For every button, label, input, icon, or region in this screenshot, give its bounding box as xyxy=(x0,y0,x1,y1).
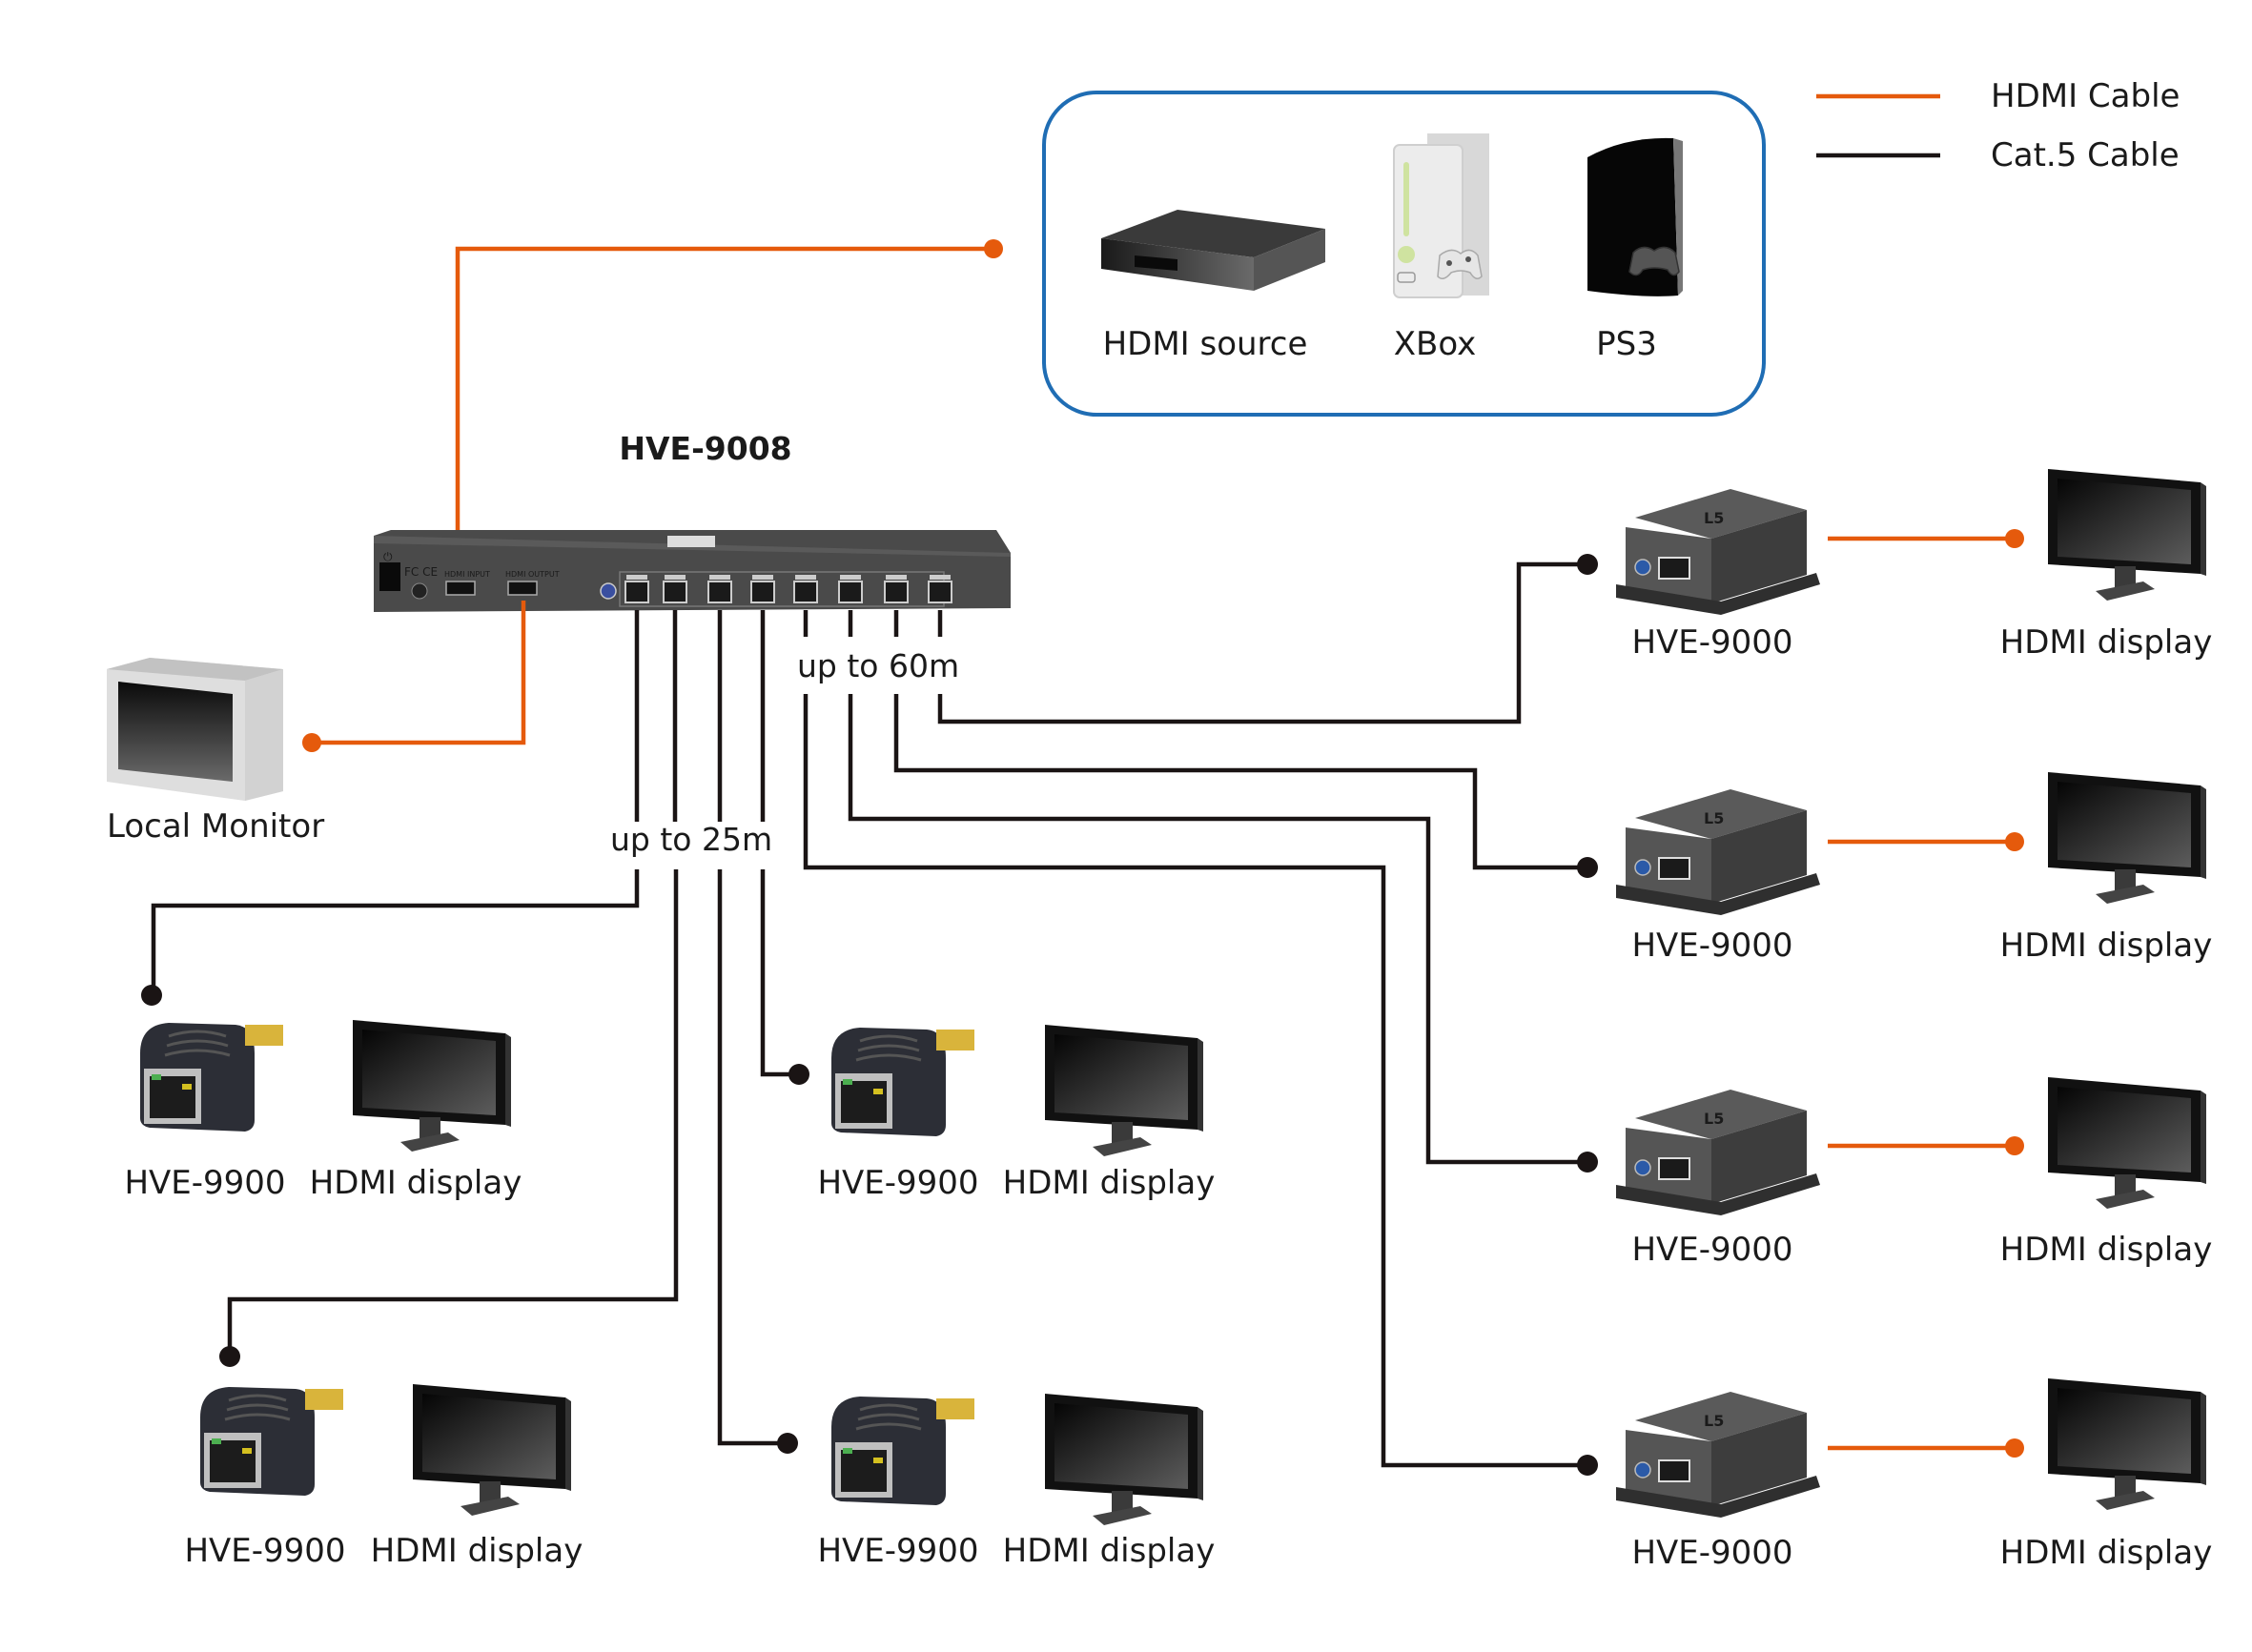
splitter-device: ⏻ FC CE HDMI INPUT HDMI OUTPUT xyxy=(374,530,1011,612)
svg-text:⏻: ⏻ xyxy=(383,550,393,563)
power-switch xyxy=(379,562,400,591)
receiver-short-3: HVE-9900 HDMI display xyxy=(817,1394,1215,1570)
display-label: HDMI display xyxy=(2000,927,2213,965)
hdmi-display-icon xyxy=(353,1020,511,1152)
cat5-cable-6 xyxy=(848,694,1587,1165)
source-label-hdmi: HDMI source xyxy=(1103,325,1308,363)
cat5-cable-2 xyxy=(227,869,679,1356)
hdmi-input-port-label: HDMI INPUT xyxy=(444,570,490,579)
legend-hdmi-label: HDMI Cable xyxy=(1991,77,2180,115)
hve-9900-icon xyxy=(829,1026,976,1138)
cat5-cable-4 xyxy=(760,869,799,1077)
cat5-cable-3-end xyxy=(777,1433,798,1454)
hdmi-input-port xyxy=(445,581,476,596)
receiver-model-label: HVE-9000 xyxy=(1631,1534,1792,1572)
splitter-model-label: HVE-9008 xyxy=(619,430,791,467)
receiver-long-1: HVE-9000 HDMI display xyxy=(1615,469,2213,662)
display-label: HDMI display xyxy=(371,1532,583,1570)
hve-9000-icon xyxy=(1615,1391,1821,1519)
hve-9900-icon xyxy=(829,1395,976,1507)
distance-label-long: up to 60m xyxy=(797,647,959,684)
source-label-ps3: PS3 xyxy=(1596,325,1657,363)
cat5-cable-8-end xyxy=(1577,554,1598,575)
hdmi-output-port xyxy=(507,581,538,596)
hve-9900-icon xyxy=(198,1385,345,1498)
hdmi-cable-display-end xyxy=(2005,1136,2024,1155)
cat5-cable-5 xyxy=(803,694,1587,1468)
cat5-cable-7-end xyxy=(1577,857,1598,878)
receiver-short-4: HVE-9900 HDMI display xyxy=(817,1025,1215,1202)
hdmi-cable-source xyxy=(455,246,993,591)
svg-text:FC CE: FC CE xyxy=(404,565,438,579)
cat5-cable-1-end xyxy=(141,985,162,1006)
hdmi-display-icon xyxy=(413,1384,571,1516)
cat5-cable-2-end xyxy=(219,1346,240,1367)
hdmi-cable-local-end xyxy=(302,733,321,752)
local-monitor-label: Local Monitor xyxy=(107,807,324,846)
receiver-model-label: HVE-9900 xyxy=(184,1532,345,1570)
hdmi-cable-local xyxy=(312,601,526,745)
receiver-model-label: HVE-9000 xyxy=(1631,623,1792,662)
hdmi-display-icon xyxy=(2048,1077,2206,1209)
rj45-port xyxy=(707,575,732,603)
cat5-cable-8 xyxy=(937,561,1587,724)
receiver-model-label: HVE-9900 xyxy=(124,1164,285,1202)
receiver-long-2: HVE-9000 HDMI display xyxy=(1615,772,2213,965)
hdmi-display-icon xyxy=(2048,469,2206,601)
local-monitor-icon xyxy=(107,658,283,801)
rj45-port xyxy=(624,575,649,603)
rj45-port xyxy=(793,575,818,603)
rj45-port xyxy=(663,575,687,603)
cat5-cable-6-end xyxy=(1577,1152,1598,1173)
receiver-short-1: HVE-9900 HDMI display xyxy=(124,1020,522,1202)
display-label: HDMI display xyxy=(310,1164,522,1202)
rj45-port xyxy=(928,575,952,603)
hdmi-cable-display-end xyxy=(2005,832,2024,851)
cat5-cable-5-end xyxy=(1577,1455,1598,1476)
source-devices-group: HDMI source XBox PS3 xyxy=(1042,91,1766,417)
hdmi-output-port-label: HDMI OUTPUT xyxy=(505,570,560,579)
hve-9900-icon xyxy=(138,1021,285,1133)
hve-9000-icon xyxy=(1615,1089,1821,1216)
hdmi-cable-display-end xyxy=(2005,529,2024,548)
set-top-box-icon xyxy=(1101,210,1325,291)
legend: HDMI Cable Cat.5 Cable xyxy=(1816,77,2180,174)
ps3-console-icon xyxy=(1587,137,1683,296)
hve-9000-icon xyxy=(1615,788,1821,916)
rj45-port xyxy=(750,575,775,603)
display-label: HDMI display xyxy=(2000,1534,2213,1572)
receiver-model-label: HVE-9900 xyxy=(817,1532,978,1570)
receiver-long-3: HVE-9000 HDMI display xyxy=(1615,1077,2213,1269)
cat5-cable-3 xyxy=(717,869,788,1446)
hdmi-cable-source-end xyxy=(984,239,1003,258)
cat5-cable-1 xyxy=(151,869,640,994)
display-label: HDMI display xyxy=(1003,1532,1216,1570)
hdmi-display-icon xyxy=(2048,1378,2206,1510)
hdmi-display-icon xyxy=(1045,1025,1203,1156)
hdmi-display-icon xyxy=(2048,772,2206,904)
source-label-xbox: XBox xyxy=(1394,325,1477,363)
receiver-model-label: HVE-9900 xyxy=(817,1164,978,1202)
legend-cat5-label: Cat.5 Cable xyxy=(1991,136,2180,174)
hdmi-display-icon xyxy=(1045,1394,1203,1525)
hdmi-cable-display-end xyxy=(2005,1438,2024,1458)
hve-9000-icon xyxy=(1615,488,1821,616)
xbox-console-icon xyxy=(1393,133,1489,298)
receiver-short-2: HVE-9900 HDMI display xyxy=(184,1384,583,1570)
receiver-long-4: HVE-9000 HDMI display xyxy=(1615,1378,2213,1572)
distance-label-short: up to 25m xyxy=(610,821,772,858)
display-label: HDMI display xyxy=(2000,623,2213,662)
rj45-port xyxy=(838,575,863,603)
cat5-cable-7 xyxy=(893,694,1587,870)
cat5-cable-4-end xyxy=(788,1064,809,1085)
receiver-model-label: HVE-9000 xyxy=(1631,927,1792,965)
rj45-port xyxy=(884,575,909,603)
display-label: HDMI display xyxy=(1003,1164,1216,1202)
display-label: HDMI display xyxy=(2000,1231,2213,1269)
receiver-model-label: HVE-9000 xyxy=(1631,1231,1792,1269)
